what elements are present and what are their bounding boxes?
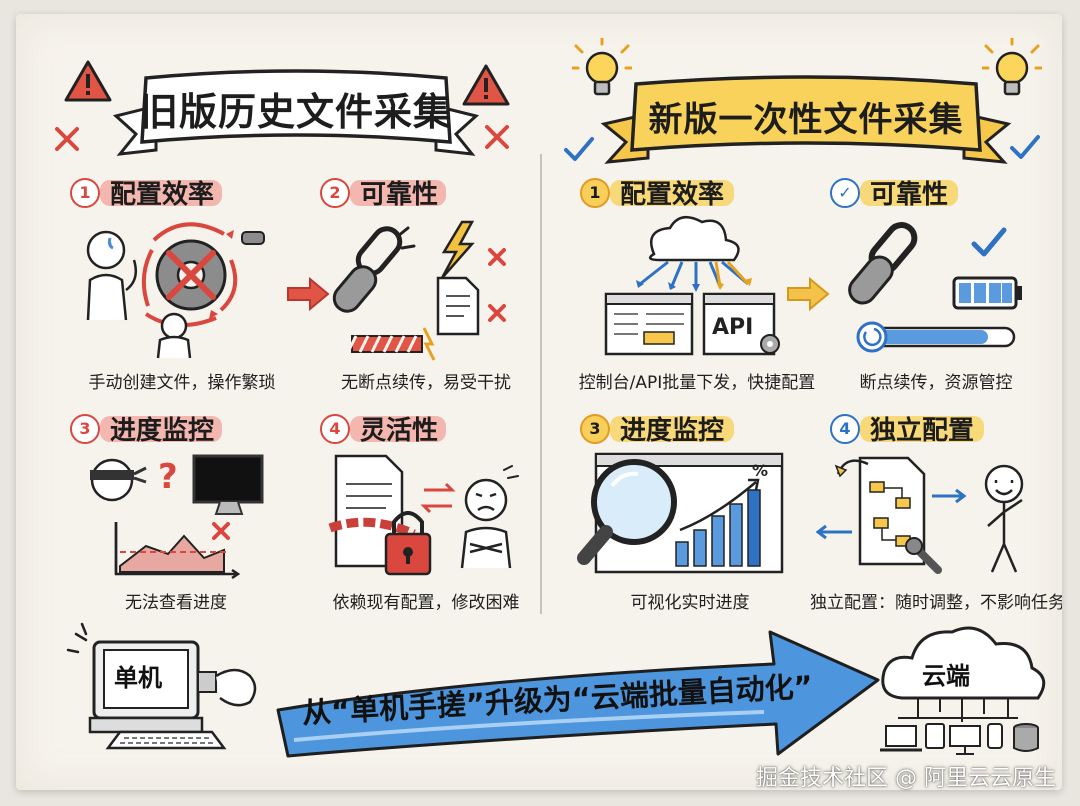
magnifier-dashboard-illustration: %: [577, 452, 784, 574]
checkmark-icon: [564, 137, 594, 161]
right-section-4-caption: 独立配置：随时调整，不影响任务: [810, 593, 1062, 613]
right-banner: 新版一次性文件采集: [596, 66, 1016, 166]
right-section-3-caption: 可视化实时进度: [630, 593, 750, 613]
step-number-badge: 2: [320, 177, 350, 208]
right-section-3-title: 3 进度监控: [580, 410, 734, 447]
independent-config-illustration: [816, 456, 1024, 574]
warning-icon: [462, 64, 510, 106]
broken-chain-illustration: [332, 220, 506, 361]
left-section-4-title: 4 灵活性: [320, 410, 446, 447]
cross-mark-icon: [55, 127, 79, 151]
checkmark-icon: [1010, 135, 1040, 159]
left-section-3-title: 3 进度监控: [70, 410, 222, 447]
warning-icon: [64, 60, 112, 102]
cloud-network-illustration: [880, 626, 1046, 755]
right-panel-title: 新版一次性文件采集: [648, 99, 964, 140]
lightbulb-icon: [572, 38, 632, 96]
right-section-2-caption: 断点续传，资源管控: [859, 373, 1013, 393]
cloud-label: 云端: [922, 662, 970, 690]
cross-mark-icon: [485, 125, 509, 149]
checkmark-badge: ✓: [830, 177, 860, 208]
left-banner: 旧版历史文件采集: [106, 58, 486, 158]
step-number-badge: 4: [320, 413, 350, 444]
old-computer-illustration: [66, 622, 257, 750]
left-section-1-caption: 手动创建文件，操作繁琐: [88, 373, 276, 393]
blindfolded-monitor-illustration: ?: [90, 454, 264, 580]
right-arrow-icon: [287, 276, 330, 312]
percent-label: %: [752, 461, 768, 480]
step-number-badge: 1: [70, 177, 100, 208]
right-section-2-title: ✓ 可靠性: [830, 174, 958, 211]
svg-text:?: ?: [158, 457, 178, 497]
left-panel-title: 旧版历史文件采集: [139, 89, 452, 134]
api-label: API: [712, 315, 753, 340]
step-number-badge: 3: [580, 413, 610, 444]
cloud-console-api-illustration: API: [604, 215, 780, 356]
chain-battery-progress-illustration: [848, 222, 1022, 353]
right-arrow-icon: [787, 276, 830, 312]
frustrated-user-gear-illustration: [86, 222, 265, 359]
step-number-badge: 3: [70, 413, 100, 444]
right-section-1-caption: 控制台/API批量下发，快捷配置: [578, 373, 816, 393]
computer-screen-label: 单机: [114, 664, 162, 692]
left-section-4-caption: 依赖现有配置，修改困难: [332, 593, 520, 613]
right-section-1-title: 1 配置效率: [580, 174, 734, 211]
step-number-badge: 4: [830, 413, 860, 444]
upgrade-arrow: [276, 630, 880, 758]
left-section-3-caption: 无法查看进度: [125, 593, 227, 613]
left-section-1-title: 1 配置效率: [70, 174, 222, 211]
right-section-4-title: 4 独立配置: [830, 410, 984, 447]
left-section-2-caption: 无断点续传，易受干扰: [341, 373, 511, 393]
lightbulb-icon: [982, 38, 1042, 96]
step-number-badge: 1: [580, 177, 610, 208]
source-watermark: 掘金技术社区 @ 阿里云云原生: [756, 766, 1056, 791]
left-section-2-title: 2 可靠性: [320, 174, 446, 211]
infographic-canvas: 旧版历史文件采集 新版一次性文件采集: [16, 14, 1062, 790]
panel-divider: [540, 154, 542, 614]
locked-config-illustration: [328, 454, 519, 576]
